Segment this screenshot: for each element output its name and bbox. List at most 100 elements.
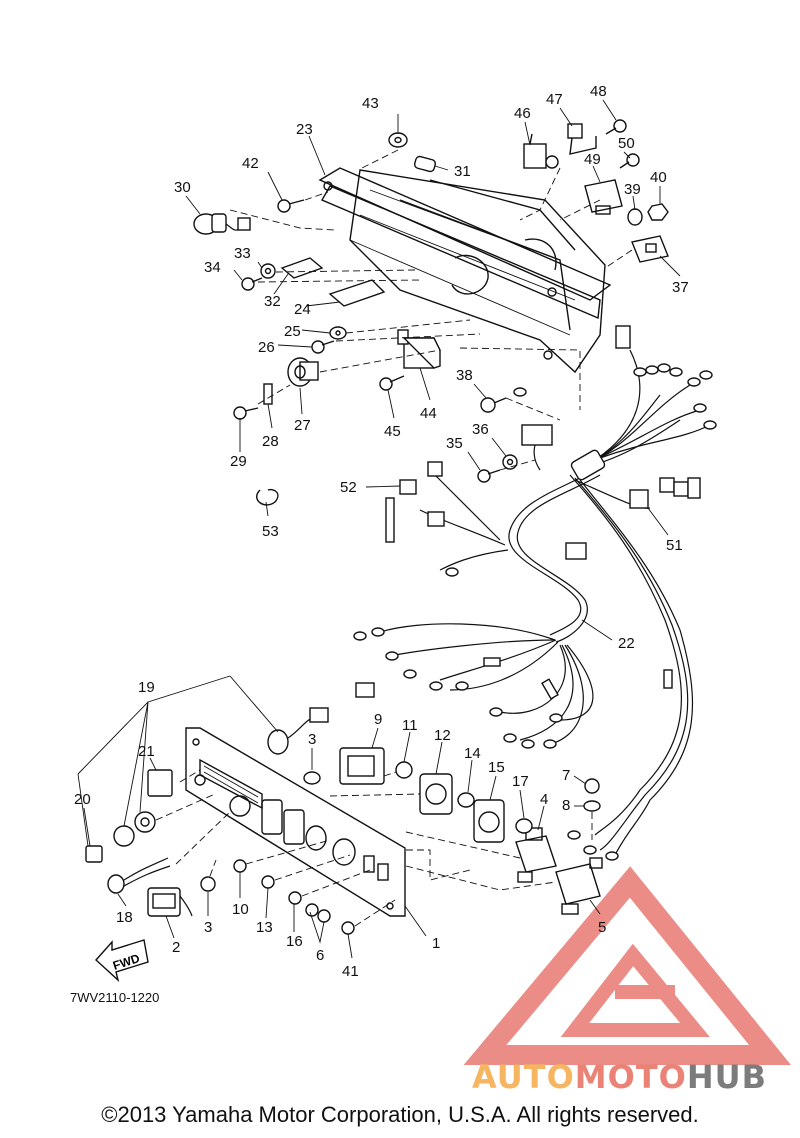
outlet-15 xyxy=(473,799,505,843)
nut-3-upper xyxy=(303,771,321,785)
screw-26 xyxy=(311,340,335,354)
leader-lines xyxy=(77,99,681,959)
breaker-18 xyxy=(107,857,171,894)
callout-42: 42 xyxy=(242,155,259,172)
callout-19: 19 xyxy=(138,679,155,696)
nut-40 xyxy=(647,203,669,221)
callout-29: 29 xyxy=(230,453,247,470)
callout-43: 43 xyxy=(362,95,379,112)
callout-48: 48 xyxy=(590,83,607,100)
washer-36 xyxy=(502,454,518,470)
callout-4: 4 xyxy=(540,791,548,808)
callout-17: 17 xyxy=(512,773,529,790)
callout-25: 25 xyxy=(284,323,301,340)
callout-50: 50 xyxy=(618,135,635,152)
collar-31 xyxy=(413,155,437,173)
bracket-47 xyxy=(567,123,597,155)
callout-35: 35 xyxy=(446,435,463,452)
callout-5: 5 xyxy=(598,919,606,936)
dashed-guides-upper xyxy=(229,149,633,471)
callout-24: 24 xyxy=(294,301,311,318)
cap-20 xyxy=(85,845,103,863)
pad-32 xyxy=(280,257,324,279)
plate-28 xyxy=(263,383,273,405)
copyright-notice: ©2013 Yamaha Motor Corporation, U.S.A. A… xyxy=(101,1102,699,1127)
outlet-9 xyxy=(339,747,385,785)
callout-45: 45 xyxy=(384,423,401,440)
callout-46: 46 xyxy=(514,105,531,122)
screw-35 xyxy=(477,469,501,483)
callout-47: 47 xyxy=(546,91,563,108)
relay-44 xyxy=(397,329,441,369)
unit-49 xyxy=(584,179,623,215)
screw-48 xyxy=(605,119,627,135)
callout-44: 44 xyxy=(420,405,437,422)
callout-10: 10 xyxy=(232,901,249,918)
callout-51: 51 xyxy=(666,537,683,554)
callout-33: 33 xyxy=(234,245,251,262)
cap-14 xyxy=(457,792,475,808)
callout-7: 7 xyxy=(562,767,570,784)
knob-19 xyxy=(267,707,329,755)
bracket-frame-23 xyxy=(318,167,612,374)
callout-40: 40 xyxy=(650,169,667,186)
callout-39: 39 xyxy=(624,181,641,198)
buzzer-27 xyxy=(287,357,319,387)
callout-38: 38 xyxy=(456,367,473,384)
watermark-moto: MOTO xyxy=(574,1058,687,1096)
watermark-auto: AUTO xyxy=(472,1058,575,1096)
callout-2: 2 xyxy=(172,939,180,956)
callout-15: 15 xyxy=(488,759,505,776)
screw-34 xyxy=(241,277,263,291)
watermark-hub: HUB xyxy=(686,1058,768,1096)
callout-28: 28 xyxy=(262,433,279,450)
washer-33 xyxy=(260,263,276,279)
switch-21 xyxy=(147,769,173,797)
callout-22: 22 xyxy=(618,635,635,652)
callout-27: 27 xyxy=(294,417,311,434)
bolt-43 xyxy=(388,132,408,148)
callout-numbers: 1 2 3 3 4 5 6 7 8 9 10 11 12 13 14 15 16… xyxy=(74,83,689,980)
callout-37: 37 xyxy=(672,279,689,296)
callout-32: 32 xyxy=(264,293,281,310)
callout-31: 31 xyxy=(454,163,471,180)
sensor-46 xyxy=(523,133,559,169)
callout-20: 20 xyxy=(74,791,91,808)
nut-3-lower xyxy=(200,876,216,892)
washer-39 xyxy=(627,208,643,226)
watermark-text: AUTOMOTOHUB xyxy=(472,1058,767,1096)
screw-50 xyxy=(619,153,640,169)
callout-21: 21 xyxy=(138,743,155,760)
control-panel-1 xyxy=(185,727,406,917)
screw-45 xyxy=(379,375,405,391)
forward-arrow: FWD xyxy=(95,939,149,983)
screw-42 xyxy=(277,199,305,213)
outlet-12 xyxy=(419,773,453,815)
clip-53 xyxy=(256,488,279,506)
callout-1: 1 xyxy=(432,935,440,952)
switch-5 xyxy=(555,857,603,915)
callout-36: 36 xyxy=(472,421,489,438)
callout-13: 13 xyxy=(256,919,273,936)
callout-9: 9 xyxy=(374,711,382,728)
switch-4 xyxy=(515,827,557,883)
harness-connectors xyxy=(353,325,717,861)
callout-14: 14 xyxy=(464,745,481,762)
part-code: 7WV2110-1220 xyxy=(70,990,160,1005)
callout-18: 18 xyxy=(116,909,133,926)
ring-nut-19 xyxy=(134,811,156,833)
screw-7 xyxy=(584,778,600,794)
wire-harness-22 xyxy=(379,349,711,856)
callout-52: 52 xyxy=(340,479,357,496)
holder-37 xyxy=(631,235,669,263)
dashed-guides-lower xyxy=(155,769,593,927)
callout-6: 6 xyxy=(316,947,324,964)
callout-12: 12 xyxy=(434,727,451,744)
callout-53: 53 xyxy=(262,523,279,540)
washer-8 xyxy=(583,800,601,812)
callout-49: 49 xyxy=(584,151,601,168)
callout-3-lower: 3 xyxy=(204,919,212,936)
callout-34: 34 xyxy=(204,259,221,276)
callout-30: 30 xyxy=(174,179,191,196)
